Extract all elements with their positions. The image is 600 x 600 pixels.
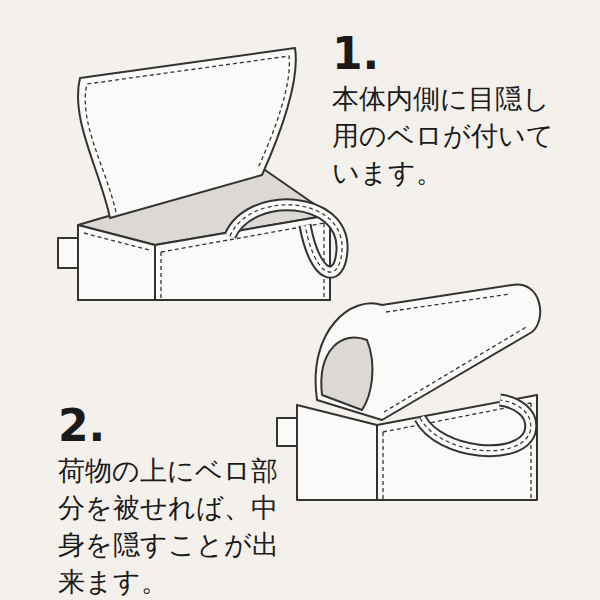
side-tab bbox=[58, 238, 78, 268]
step-number: 1. bbox=[332, 32, 379, 76]
handle-fill bbox=[420, 400, 531, 451]
flap-inside bbox=[321, 337, 372, 410]
step-text: 荷物の上にベロ部分を被せれば、中身を隠すことが出来ます。 bbox=[58, 452, 284, 600]
handle-fill bbox=[230, 205, 342, 272]
side-face bbox=[297, 405, 377, 500]
side-face bbox=[78, 225, 155, 300]
handle-stitch bbox=[230, 205, 342, 272]
flap-stitch bbox=[85, 56, 289, 212]
flap bbox=[78, 48, 296, 218]
body-stitch bbox=[84, 223, 324, 300]
flap-stitch bbox=[384, 294, 528, 412]
handle bbox=[420, 400, 531, 451]
step-text: 本体内側に目隠し用のベロが付いています。 bbox=[332, 80, 572, 191]
front-face bbox=[377, 395, 537, 500]
handle bbox=[230, 205, 342, 272]
handle-stitch bbox=[420, 400, 531, 451]
side-tab bbox=[277, 418, 297, 446]
step-number: 2. bbox=[58, 404, 105, 448]
